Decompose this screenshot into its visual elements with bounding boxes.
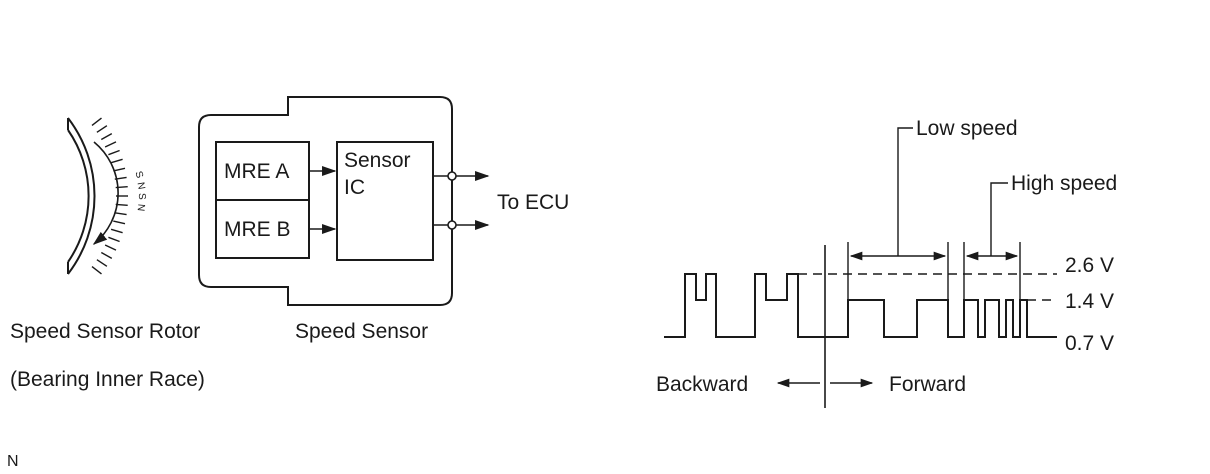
high-speed-leader xyxy=(990,182,1008,256)
rotor-tick xyxy=(104,141,117,148)
rotor-tick xyxy=(113,167,126,172)
rotor-segment-ticks xyxy=(91,117,128,275)
magnet-letter: S xyxy=(132,170,145,180)
rotor-tick xyxy=(114,212,127,216)
voltage-2-6-label: 2.6 V xyxy=(1065,254,1114,277)
high-speed-label: High speed xyxy=(1011,172,1117,195)
rotor-sublabel: (Bearing Inner Race) xyxy=(10,368,205,391)
rotor-tick xyxy=(91,266,102,275)
speed-sensor-rotor: S N S N xyxy=(67,117,147,275)
rotor-tick xyxy=(108,149,120,156)
rotor-tick xyxy=(96,125,108,133)
to-ecu-label: To ECU xyxy=(497,191,569,214)
output-terminal-bottom xyxy=(447,220,457,230)
sensor-housing xyxy=(198,96,453,306)
rotor-tick xyxy=(110,228,123,234)
output-terminal-top xyxy=(447,171,457,181)
forward-label: Forward xyxy=(889,373,966,396)
pulse-waveform xyxy=(664,273,1057,338)
voltage-0-7-label: 0.7 V xyxy=(1065,332,1114,355)
sensor-ic-label-line1: Sensor xyxy=(344,149,411,172)
rotor-tick xyxy=(100,132,113,141)
rotor-tick xyxy=(113,220,126,225)
sensor-ic-label-line2: IC xyxy=(344,176,365,199)
rotor-tick xyxy=(100,251,113,260)
rotor-magnet-letters: S N S N xyxy=(132,170,147,212)
mre-b-label: MRE B xyxy=(224,218,291,241)
rotation-arrow xyxy=(92,141,119,245)
rotor-tick xyxy=(110,158,123,164)
rotor-label: Speed Sensor Rotor xyxy=(10,320,200,343)
backward-label: Backward xyxy=(656,373,748,396)
rotor-tick xyxy=(96,259,108,267)
low-speed-label: Low speed xyxy=(916,117,1018,140)
low-speed-leader xyxy=(897,127,913,256)
corner-mark: N xyxy=(7,453,19,470)
sensor-ic-box xyxy=(336,141,434,261)
magnet-letter: N xyxy=(135,203,147,211)
speed-sensor-label: Speed Sensor xyxy=(295,320,428,343)
waveform xyxy=(664,127,1057,408)
speed-sensor: MRE A MRE B Sensor IC xyxy=(198,96,490,306)
rotor-tick xyxy=(104,244,117,251)
voltage-1-4-label: 1.4 V xyxy=(1065,290,1114,313)
magnet-letter: N xyxy=(135,181,147,190)
mre-a-label: MRE A xyxy=(224,160,289,183)
rotor-tick xyxy=(91,117,102,126)
magnet-letter: S xyxy=(136,193,147,200)
rotor-tick xyxy=(108,236,120,243)
